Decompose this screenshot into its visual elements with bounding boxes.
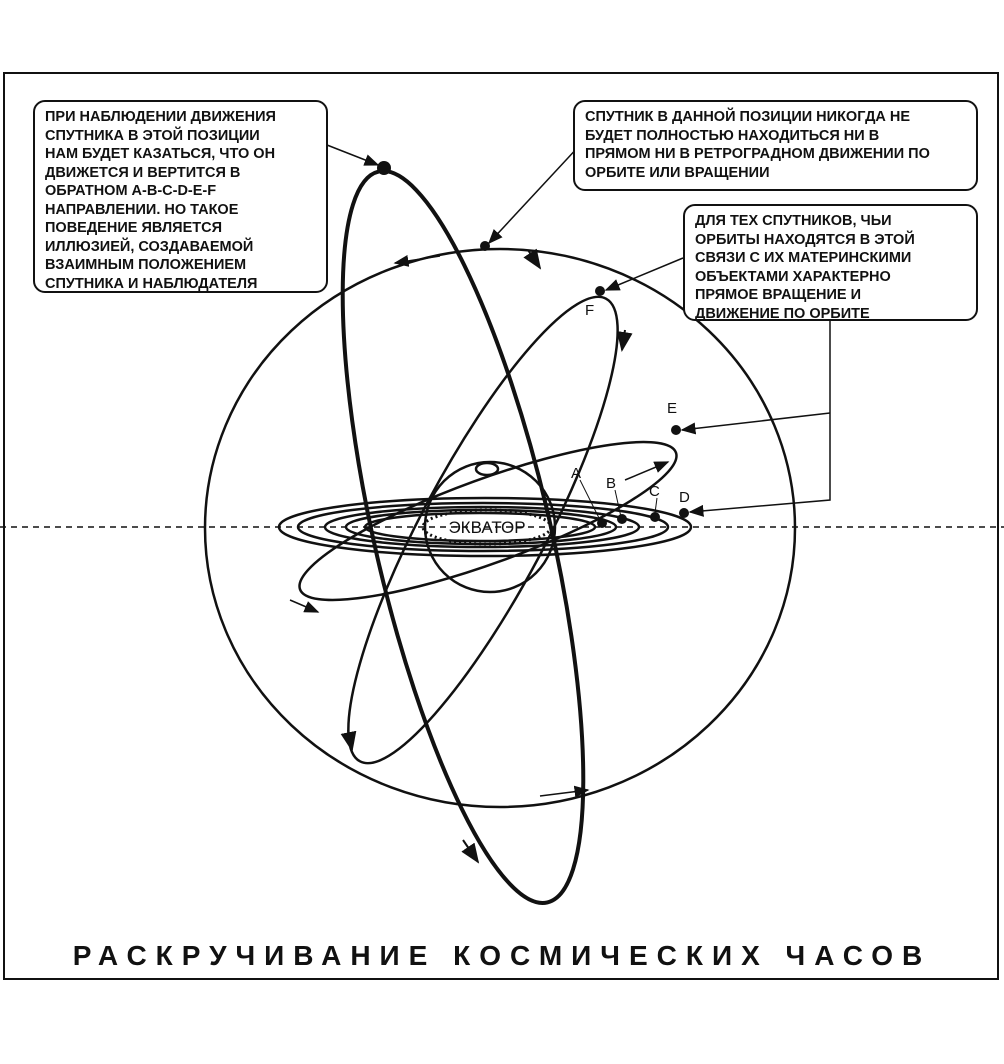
callout-illusion: ПРИ НАБЛЮДЕНИИ ДВИЖЕНИЯ СПУТНИКА В ЭТОЙ … [33,100,328,293]
callout-neutral: СПУТНИК В ДАННОЙ ПОЗИЦИИ НИКОГДА НЕ БУДЕ… [573,100,978,191]
callout-line: СПУТНИК В ДАННОЙ ПОЗИЦИИ НИКОГДА НЕ [585,109,911,125]
orbit-e [298,440,678,602]
callout-line: ОБЪЕКТАМИ ХАРАКТЕРНО [695,268,891,285]
pointer-direct-e [680,412,831,435]
flat-orbits [277,496,693,558]
callout-line: БУДЕТ ПОЛНОСТЬЮ НАХОДИТЬСЯ НИ В [585,127,880,144]
satellite-retrograde [377,161,391,175]
outer-sphere [203,247,797,809]
callout-line: СВЯЗИ С ИХ МАТЕРИНСКИМИ [695,250,912,266]
diagram-title: РАСКРУЧИВАНИЕ КОСМИЧЕСКИХ ЧАСОВ [72,940,932,971]
callout-line: ПРИ НАБЛЮДЕНИИ ДВИЖЕНИЯ [45,109,276,125]
callout-line: ПРЯМОЕ ВРАЩЕНИЕ И [695,287,862,303]
pointer-neutral [487,144,581,245]
callout-line: ВЗАИМНЫМ ПОЛОЖЕНИЕМ [45,257,247,273]
callout-direct: ДЛЯ ТЕХ СПУТНИКОВ, ЧЬИ ОРБИТЫ НАХОДЯТСЯ … [683,204,978,322]
satellite-a [597,518,607,528]
label-e: E [667,400,677,417]
callout-line: ОРБИТЕ ИЛИ ВРАЩЕНИИ [585,164,770,181]
satellite-c [650,512,660,522]
callout-line: НАПРАВЛЕНИИ. НО ТАКОЕ [45,201,239,218]
label-c: C [649,483,660,500]
label-d: D [679,489,690,506]
callout-line: ДЛЯ ТЕХ СПУТНИКОВ, ЧЬИ [695,213,892,229]
satellite-e [671,425,681,435]
equator-label: ЭКВАТОР [448,518,525,537]
callout-line: СПУТНИКА В ЭТОЙ ПОЗИЦИИ [45,127,260,144]
orbit-f [347,295,619,765]
callout-line: ОБРАТНОМ A-B-C-D-E-F [45,183,217,199]
pointer-direct-f [604,257,684,291]
diagram-frame [3,72,999,980]
planet-pole [474,461,500,477]
label-b: B [606,475,616,492]
callout-line: ИЛЛЮЗИЕЙ, СОЗДАВАЕМОЙ [45,238,254,255]
pointer-direct-d [688,320,831,517]
callout-line: СПУТНИКА И НАБЛЮДАТЕЛЯ [45,275,258,292]
callout-line: ДВИЖЕНИЕ ПО ОРБИТЕ [695,305,870,322]
satellite-neutral [480,241,490,251]
satellite-b [617,514,627,524]
callout-line: ПРЯМОМ НИ В РЕТРОГРАДНОМ ДВИЖЕНИИ ПО [585,146,930,162]
satellite-f [595,286,605,296]
callout-line: ОРБИТЫ НАХОДЯТСЯ В ЭТОЙ [695,231,915,248]
label-a: A [571,465,581,482]
callout-line: НАМ БУДЕТ КАЗАТЬСЯ, ЧТО ОН [45,146,276,162]
callout-line: ДВИЖЕТСЯ И ВЕРТИТСЯ В [45,164,241,181]
label-f: F [585,302,594,319]
satellite-d [679,508,689,518]
pointer-illusion [326,144,380,166]
callout-line: ПОВЕДЕНИЕ ЯВЛЯЕТСЯ [45,220,222,236]
